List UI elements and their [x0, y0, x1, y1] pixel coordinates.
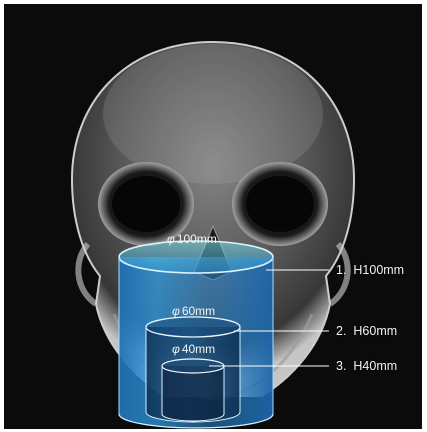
- height-label-1: 1. H100mm: [336, 263, 404, 277]
- cylinder-small: [162, 359, 224, 421]
- fov-label-60: φ60mm: [172, 304, 215, 318]
- height-label-2: 2. H60mm: [336, 324, 397, 338]
- height-label-3: 3. H40mm: [336, 359, 397, 373]
- diagram-frame: φ100mm φ60mm φ40mm 1. H100mm 2. H60mm 3.…: [4, 4, 422, 429]
- fov-label-40: φ40mm: [172, 342, 215, 356]
- fov-label-100: φ100mm: [167, 232, 217, 246]
